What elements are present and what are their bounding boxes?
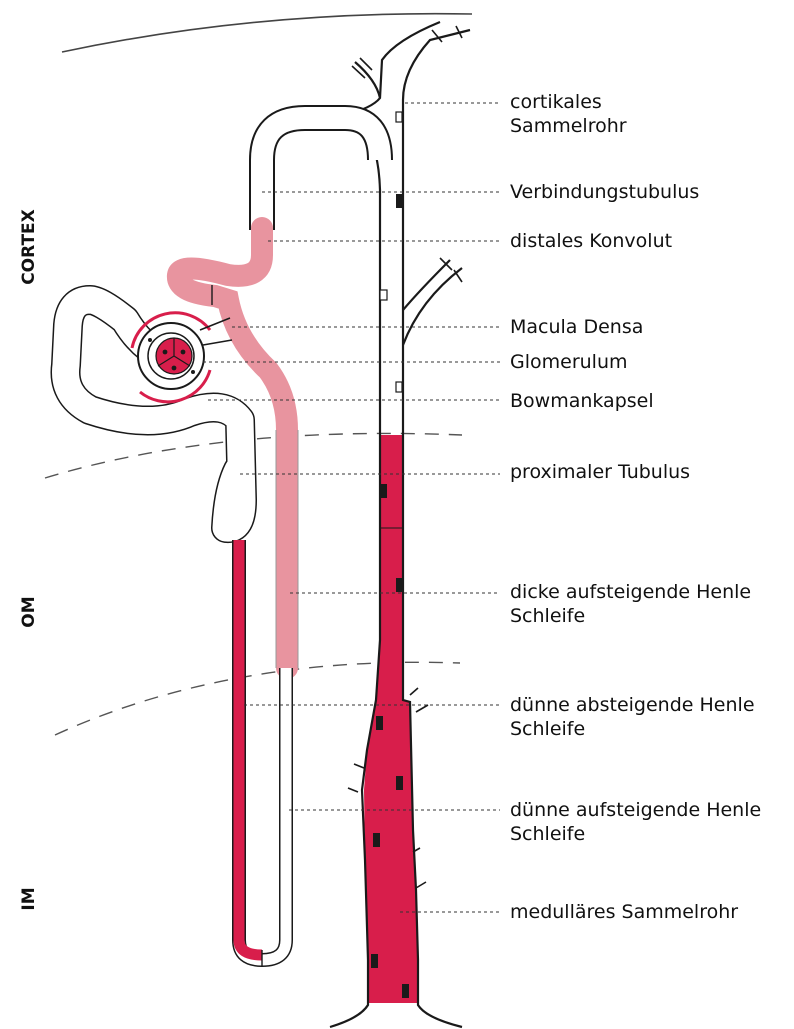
zone-label-cortex: CORTEX <box>19 202 41 292</box>
label-line-2: Schleife <box>510 822 761 846</box>
label-connecting-tubule: Verbindungstubulus <box>510 180 699 204</box>
label-thin-ascending-limb: dünne aufsteigende Henle Schleife <box>510 798 761 846</box>
label-line-1: dünne absteigende Henle <box>510 693 755 717</box>
zone-label-outer-medulla: OM <box>19 592 41 632</box>
label-thick-ascending-limb: dicke aufsteigende Henle Schleife <box>510 580 751 628</box>
cortical-duct-branch-a <box>345 22 440 115</box>
label-line-1: dicke aufsteigende Henle <box>510 580 751 604</box>
thin-descending-limb <box>239 540 262 955</box>
connecting-tubule-lumen <box>262 118 380 230</box>
label-line-1: cortikales <box>510 90 627 114</box>
label-distal-convoluted: distales Konvolut <box>510 229 672 253</box>
label-line-1: dünne aufsteigende Henle <box>510 798 761 822</box>
label-proximal-tubule: proximaler Tubulus <box>510 460 690 484</box>
label-line-2: Sammelrohr <box>510 114 627 138</box>
cortical-duct-branch-c <box>355 62 380 98</box>
kidney-capsule-line <box>62 14 472 52</box>
label-thin-descending-limb: dünne absteigende Henle Schleife <box>510 693 755 741</box>
label-cortical-collecting-duct: cortikales Sammelrohr <box>510 90 627 138</box>
label-glomerulum: Glomerulum <box>510 350 628 374</box>
zone-label-inner-medulla: IM <box>19 879 41 919</box>
label-medullary-collecting-duct: medulläres Sammelrohr <box>510 900 738 924</box>
label-bowman-capsule: Bowmankapsel <box>510 389 654 413</box>
cortical-duct-branch-e <box>403 268 462 345</box>
cortical-duct-branch-b <box>403 30 470 100</box>
label-macula-densa: Macula Densa <box>510 315 643 339</box>
label-line-2: Schleife <box>510 717 755 741</box>
label-line-2: Schleife <box>510 604 751 628</box>
